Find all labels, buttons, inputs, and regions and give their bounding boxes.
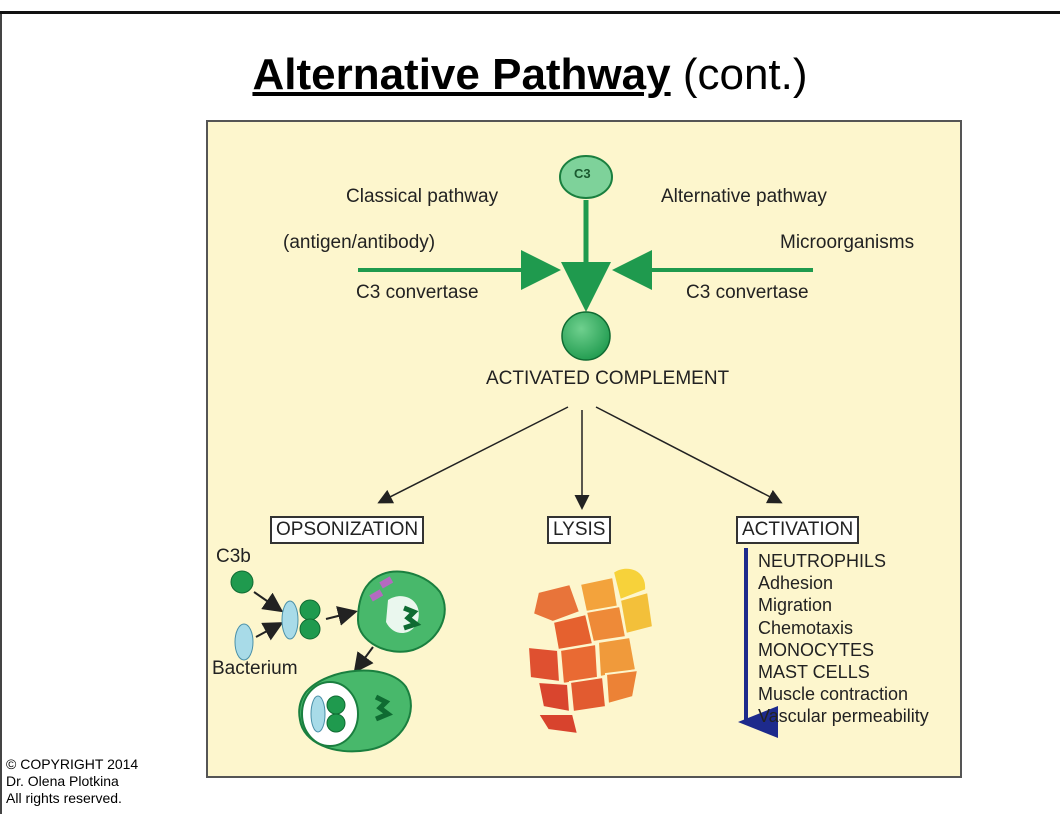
activation-item: MONOCYTES <box>758 639 875 660</box>
opsonization-box: OPSONIZATION <box>270 516 425 544</box>
copyright-notice: © COPYRIGHT 2014 Dr. Olena Plotkina All … <box>6 756 138 807</box>
rights-line: All rights reserved. <box>6 790 122 806</box>
activation-effects-list: NEUTROPHILS Adhesion Migration Chemotaxi… <box>758 550 929 728</box>
lysis-illustration <box>526 566 655 736</box>
activation-item: Migration <box>758 595 833 616</box>
classical-trigger-label: (antigen/antibody) <box>283 232 436 253</box>
author-line: Dr. Olena Plotkina <box>6 773 119 789</box>
activation-item: NEUTROPHILS <box>758 551 887 571</box>
left-rule <box>0 14 2 814</box>
activation-item: Vascular permeability <box>758 706 929 727</box>
c3-node <box>559 155 613 199</box>
classical-pathway-label: Classical pathway <box>346 186 499 207</box>
branch-arrow-opsonization <box>377 406 569 504</box>
classical-convertase-label: C3 convertase <box>356 282 479 303</box>
alternative-pathway-label: Alternative pathway <box>661 186 827 207</box>
c3-label: C3 <box>574 166 591 181</box>
complement-diagram: Classical pathway (antigen/antibody) C3 … <box>206 120 962 778</box>
diagram-graphics <box>230 155 813 753</box>
copyright-line: © COPYRIGHT 2014 <box>6 756 139 772</box>
activation-item: MAST CELLS <box>758 662 870 683</box>
top-rule <box>0 11 1060 14</box>
alternative-convertase-label: C3 convertase <box>686 282 809 303</box>
branch-arrow-activation <box>595 406 783 504</box>
slide-title: Alternative Pathway (cont.) <box>0 50 1060 100</box>
c3b-label: C3b <box>216 546 251 567</box>
title-main: Alternative Pathway <box>252 50 671 99</box>
activated-complement-node <box>561 311 611 361</box>
lysis-box: LYSIS <box>547 516 612 544</box>
activation-item: Adhesion <box>758 573 834 594</box>
bacterium-label: Bacterium <box>212 658 298 679</box>
activation-box: ACTIVATION <box>736 516 860 544</box>
activation-item: Chemotaxis <box>758 617 854 638</box>
activation-item: Muscle contraction <box>758 684 909 705</box>
opsonization-illustration <box>230 570 446 753</box>
alternative-trigger-label: Microorganisms <box>780 232 915 253</box>
title-suffix: (cont.) <box>670 50 808 99</box>
activated-complement-label: ACTIVATED COMPLEMENT <box>486 368 730 389</box>
